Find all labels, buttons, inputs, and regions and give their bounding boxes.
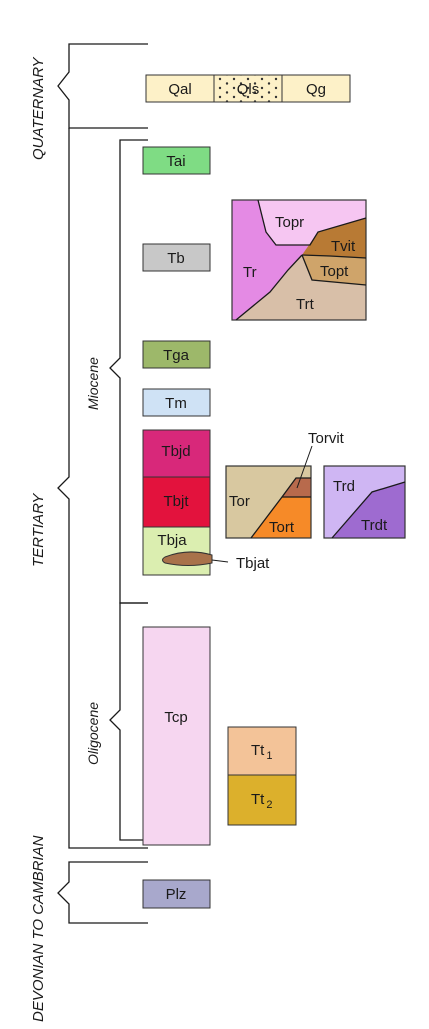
unit-label-qls: Qls <box>237 81 260 98</box>
leader-line-torvit <box>296 445 313 489</box>
unit-label-tbjd: Tbjd <box>161 443 190 460</box>
unit-box-plz <box>142 879 211 909</box>
bracket-devonian-to-cambrian <box>57 861 148 924</box>
unit-box-tga <box>142 340 211 369</box>
unit-label-tt1-subscript: 1 <box>266 750 272 762</box>
unit-box-tbja <box>142 526 211 576</box>
unit-box-qls <box>213 74 283 103</box>
unit-box-qal <box>145 74 215 103</box>
unit-label-tt2-base: Tt <box>251 791 265 808</box>
unit-lens-tbjat <box>162 551 213 566</box>
unit-box-qg <box>281 74 351 103</box>
unit-label-topr: Topr <box>275 214 304 231</box>
unit-label-tort: Tort <box>269 519 295 536</box>
unit-label-tai: Tai <box>166 153 185 170</box>
unit-area-torvit <box>282 478 311 497</box>
bracket-oligocene <box>109 602 148 841</box>
unit-area-trt <box>236 255 366 320</box>
unit-label-tbjt: Tbjt <box>163 493 189 510</box>
unit-label-trd: Trd <box>333 478 355 495</box>
unit-area-topt <box>302 255 366 285</box>
unit-label-qg: Qg <box>306 81 326 98</box>
unit-box-tbjt <box>142 476 211 528</box>
unit-label-tb: Tb <box>167 250 185 267</box>
unit-label-tr: Tr <box>243 264 257 281</box>
unit-label-tt1-base: Tt <box>251 742 265 759</box>
unit-label-tt2-subscript: 2 <box>266 799 272 811</box>
leader-line-tbjat <box>211 559 229 563</box>
unit-label-tor: Tor <box>229 493 250 510</box>
unit-label-trdt: Trdt <box>361 517 388 534</box>
bracket-miocene <box>109 139 148 604</box>
unit-box-tm <box>142 388 211 417</box>
bracket-quaternary <box>57 43 148 129</box>
unit-box-tai <box>142 146 211 175</box>
unit-box-tt2 <box>227 774 297 826</box>
unit-label-tga: Tga <box>163 347 190 364</box>
unit-area-topr <box>258 200 366 245</box>
era-label-tertiary: TERTIARY <box>30 493 47 567</box>
unit-label-tm: Tm <box>165 395 187 412</box>
tb-complex-diagram <box>231 199 367 321</box>
unit-label-topt: Topt <box>320 263 349 280</box>
unit-box-tcp <box>142 626 211 846</box>
era-label-devonian-to-cambrian: DEVONIAN TO CAMBRIAN <box>30 835 47 1022</box>
unit-label-tvit: Tvit <box>331 238 356 255</box>
unit-label-trt: Trt <box>296 296 315 313</box>
unit-box-tb <box>142 243 211 272</box>
era-label-quaternary: QUATERNARY <box>30 56 47 160</box>
unit-label-tbjat: Tbjat <box>236 555 270 572</box>
unit-box-tt1 <box>227 726 297 776</box>
tor-complex-diagram <box>225 465 312 539</box>
trd-complex-diagram <box>323 465 406 539</box>
epoch-label-miocene: Miocene <box>85 357 101 410</box>
epoch-label-oligocene: Oligocene <box>85 702 101 765</box>
unit-area-trdt <box>332 482 405 538</box>
unit-label-tbja: Tbja <box>157 532 187 549</box>
unit-label-qal: Qal <box>168 81 191 98</box>
bracket-tertiary <box>57 128 148 849</box>
unit-label-plz: Plz <box>166 886 187 903</box>
unit-label-torvit: Torvit <box>308 430 345 447</box>
unit-area-tvit <box>302 218 366 258</box>
unit-label-tcp: Tcp <box>164 709 187 726</box>
